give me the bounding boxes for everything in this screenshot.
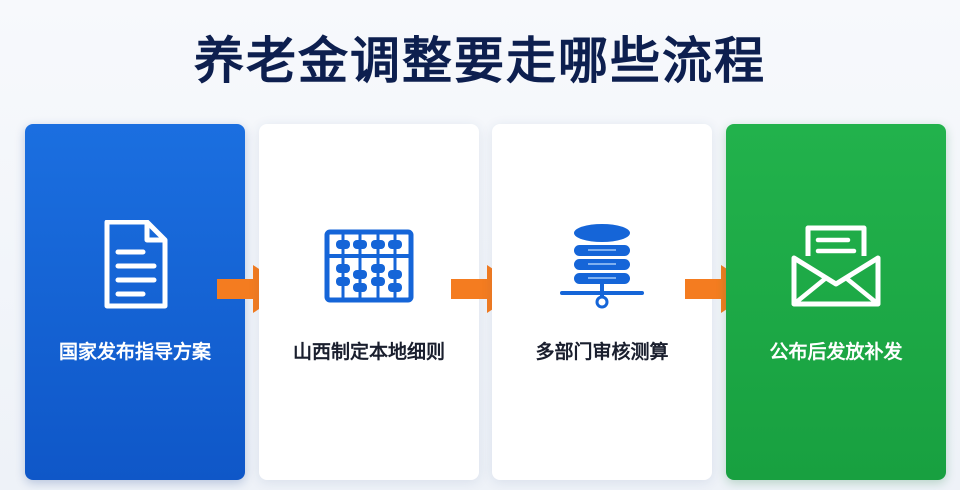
step-card-2: 山西制定本地细则 bbox=[259, 124, 479, 480]
step-card-4: 公布后发放补发 bbox=[726, 124, 946, 480]
step-label-3: 多部门审核测算 bbox=[535, 341, 669, 363]
abacus-icon bbox=[324, 229, 414, 303]
document-icon bbox=[104, 220, 168, 309]
page-title: 养老金调整要走哪些流程 bbox=[194, 32, 766, 90]
step-card-1: 国家发布指导方案 bbox=[25, 124, 245, 480]
step-label-1: 国家发布指导方案 bbox=[58, 341, 211, 363]
step-card-3: 多部门审核测算 bbox=[492, 124, 712, 480]
envelope-icon bbox=[791, 225, 881, 307]
step-label-2: 山西制定本地细则 bbox=[292, 341, 445, 363]
step-label-4: 公布后发放补发 bbox=[769, 341, 903, 363]
database-icon bbox=[560, 224, 644, 309]
